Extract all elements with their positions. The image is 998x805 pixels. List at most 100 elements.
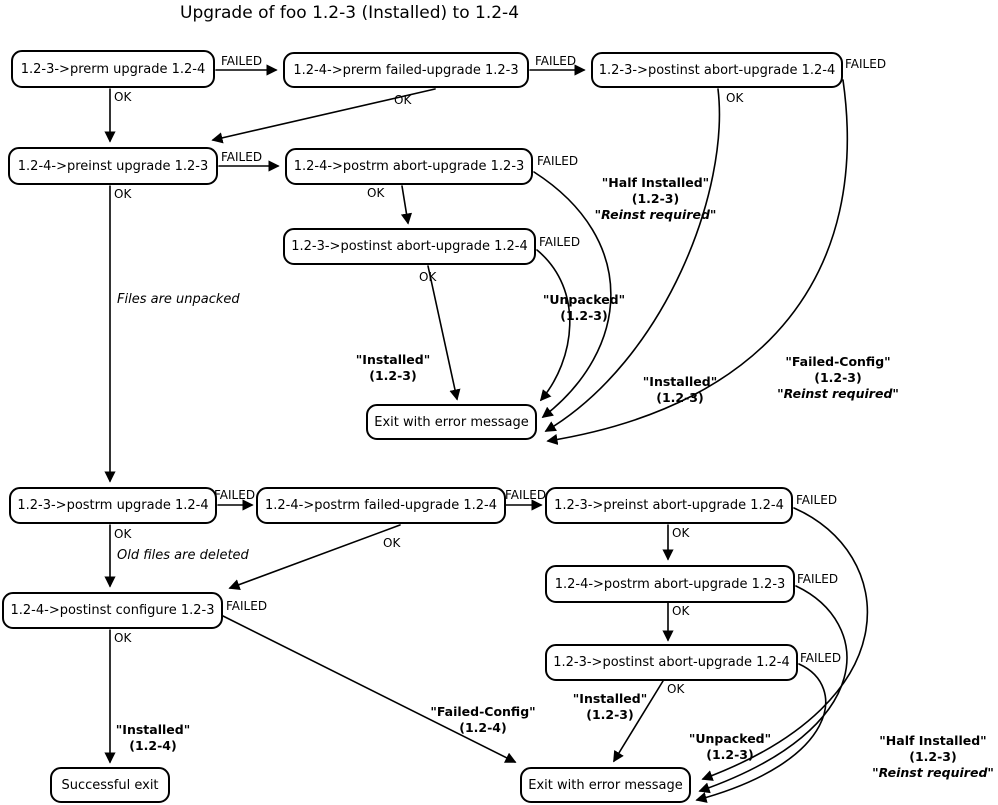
annotation-old-files-deleted: Old files are deleted: [117, 548, 249, 563]
edge-label-failed: FAILED: [796, 493, 838, 507]
state-line: "Half Installed": [879, 733, 987, 748]
node-preinst-abort: 1.2-3->preinst abort-upgrade 1.2-4: [545, 487, 793, 524]
edge-preinstabort-failed-curve: [701, 507, 869, 781]
edge-label-failed: FAILED: [214, 488, 256, 502]
node-label: 1.2-4->prerm failed-upgrade 1.2-3: [293, 62, 519, 78]
node-label: 1.2-4->postinst configure 1.2-3: [10, 603, 215, 618]
state-line: "Unpacked": [688, 731, 772, 746]
node-label: 1.2-3->preinst abort-upgrade 1.2-4: [554, 498, 784, 513]
edge-postrmfail-ok: [228, 524, 401, 590]
state-line: "Half Installed": [601, 175, 710, 190]
state-line: (1.2-3): [560, 308, 608, 323]
state-line: "Reinst required": [777, 386, 899, 401]
state-line: "Reinst required": [594, 207, 717, 222]
state-half-installed-123-top: "Half Installed" (1.2-3) "Reinst require…: [568, 175, 743, 223]
node-prerm-failed-upgrade: 1.2-4->prerm failed-upgrade 1.2-3: [283, 52, 529, 88]
state-line: "Installed": [355, 352, 431, 367]
edge-label-failed: FAILED: [505, 488, 547, 502]
state-line: (1.2-3): [586, 707, 634, 722]
node-postinst-abort-bottom: 1.2-3->postinst abort-upgrade 1.2-4: [545, 644, 798, 681]
edge-label-ok: OK: [726, 91, 744, 105]
node-label: 1.2-4->postrm failed-upgrade 1.2-4: [265, 498, 497, 513]
edge-label-failed: FAILED: [539, 235, 581, 249]
edge-postinstabortmid-ok: [427, 265, 461, 401]
edge-label-ok: OK: [672, 526, 690, 540]
state-line: "Installed": [642, 374, 718, 389]
edge-postinstaborttop-failed-curve: [546, 79, 849, 445]
node-postrm-failed-upgrade: 1.2-4->postrm failed-upgrade 1.2-4: [256, 487, 506, 524]
state-failed-config-123: "Failed-Config" (1.2-3) "Reinst required…: [772, 354, 904, 402]
state-line: (1.2-3): [369, 368, 417, 383]
edge-label-failed: FAILED: [797, 572, 839, 586]
state-line: (1.2-3): [814, 370, 862, 385]
state-line: (1.2-3): [909, 749, 957, 764]
edge-postinstabortbot-ok: [613, 680, 664, 763]
node-postrm-upgrade: 1.2-3->postrm upgrade 1.2-4: [9, 487, 217, 524]
state-installed-123-bottom: "Installed" (1.2-3): [567, 691, 653, 723]
node-label: 1.2-3->postinst abort-upgrade 1.2-4: [291, 239, 528, 254]
state-installed-123-exit1: "Installed" (1.2-3): [350, 352, 436, 384]
edge-label-ok: OK: [114, 90, 132, 104]
node-postrm-abort-bottom: 1.2-4->postrm abort-upgrade 1.2-3: [545, 565, 795, 603]
node-label: 1.2-3->postinst abort-upgrade 1.2-4: [553, 655, 790, 670]
state-line: (1.2-3): [706, 747, 754, 762]
state-installed-124: "Installed" (1.2-4): [108, 722, 198, 754]
edge-label-ok: OK: [114, 631, 132, 645]
state-half-installed-123-bottom: "Half Installed" (1.2-3) "Reinst require…: [867, 733, 998, 781]
node-label: 1.2-3->postinst abort-upgrade 1.2-4: [598, 62, 836, 78]
edge-label-ok: OK: [672, 604, 690, 618]
node-label: Successful exit: [61, 777, 159, 793]
edge-label-ok: OK: [419, 270, 437, 284]
edge-label-failed: FAILED: [537, 154, 579, 168]
state-line: (1.2-4): [129, 738, 177, 753]
state-unpacked-123-mid: "Unpacked" (1.2-3): [536, 292, 632, 324]
state-line: "Installed": [572, 691, 648, 706]
edge-postrmabort-failed-curve: [533, 171, 612, 419]
node-postinst-abort-top: 1.2-3->postinst abort-upgrade 1.2-4: [591, 52, 843, 88]
node-exit-error-2: Exit with error message: [520, 767, 691, 803]
diagram-title: Upgrade of foo 1.2-3 (Installed) to 1.2-…: [180, 3, 520, 23]
state-installed-123-right: "Installed" (1.2-3): [636, 374, 724, 406]
node-preinst-upgrade: 1.2-4->preinst upgrade 1.2-3: [8, 147, 218, 185]
node-postrm-abort-mid: 1.2-4->postrm abort-upgrade 1.2-3: [285, 148, 533, 185]
edge-label-ok: OK: [114, 527, 132, 541]
edge-postinstabortmid-failed-curve: [536, 249, 571, 402]
edge-postrmabortbot-failed-curve: [698, 585, 848, 794]
edge-postrmabort-ok: [400, 185, 413, 225]
node-label: 1.2-3->postrm upgrade 1.2-4: [17, 498, 209, 513]
edge-label-ok: OK: [114, 187, 132, 201]
node-label: Exit with error message: [528, 777, 683, 793]
node-postinst-abort-mid: 1.2-3->postinst abort-upgrade 1.2-4: [283, 228, 536, 265]
state-line: (1.2-3): [631, 191, 680, 206]
state-line: (1.2-4): [459, 720, 507, 735]
edge-label-failed: FAILED: [845, 57, 887, 71]
edge-label-ok: OK: [394, 93, 412, 107]
state-line: "Installed": [115, 722, 191, 737]
state-line: "Failed-Config": [430, 704, 536, 719]
edge-label-failed: FAILED: [221, 54, 263, 68]
node-label: 1.2-4->postrm abort-upgrade 1.2-3: [293, 159, 525, 174]
edge-label-failed: FAILED: [221, 150, 263, 164]
state-line: (1.2-3): [656, 390, 704, 405]
state-failed-config-124: "Failed-Config" (1.2-4): [425, 704, 541, 736]
edge-label-failed: FAILED: [535, 54, 577, 68]
edge-postinstabortbot-failed-curve: [695, 663, 827, 803]
state-unpacked-123-bottom: "Unpacked" (1.2-3): [685, 731, 775, 763]
node-label: Exit with error message: [374, 414, 529, 430]
edge-postinstconf-failed: [222, 615, 517, 763]
node-prerm-upgrade: 1.2-3->prerm upgrade 1.2-4: [11, 50, 215, 88]
state-line: "Failed-Config": [785, 354, 891, 369]
edge-label-failed: FAILED: [226, 599, 268, 613]
node-label: 1.2-4->postrm abort-upgrade 1.2-3: [554, 576, 786, 592]
edge-label-failed: FAILED: [800, 651, 842, 665]
state-line: "Unpacked": [542, 292, 626, 307]
node-exit-error-1: Exit with error message: [366, 404, 537, 440]
edge-postinstaborttop-ok-curve: [544, 88, 721, 432]
node-label: 1.2-4->preinst upgrade 1.2-3: [17, 158, 209, 174]
edge-label-ok: OK: [367, 186, 385, 200]
state-line: "Reinst required": [872, 765, 994, 780]
edge-label-ok: OK: [667, 682, 685, 696]
node-label: 1.2-3->prerm upgrade 1.2-4: [20, 61, 206, 77]
